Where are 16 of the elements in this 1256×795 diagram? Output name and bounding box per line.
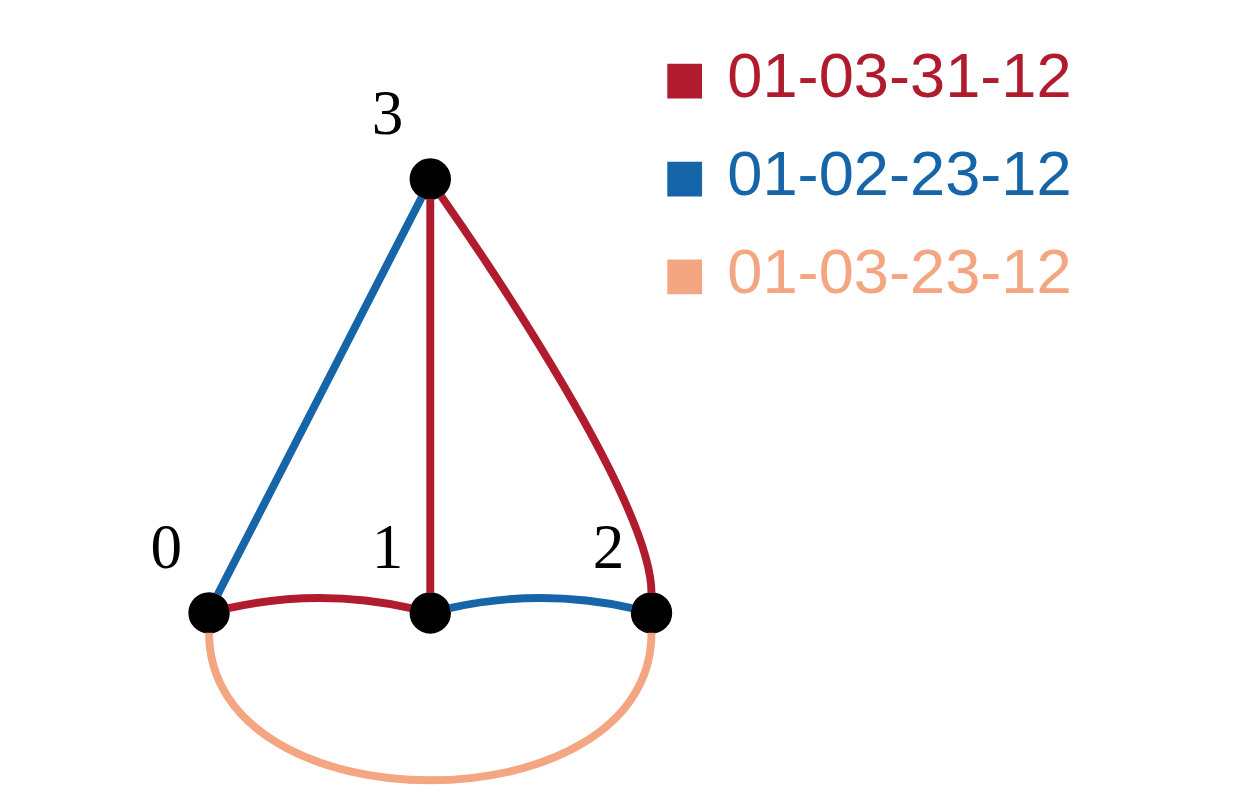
connector [227,594,411,612]
node-label: 0 [149,511,182,582]
legend-label: 01-03-31-12 [726,39,1072,110]
node-circle [630,592,672,634]
connector [204,632,655,785]
connector [213,195,425,597]
node-label: 1 [371,511,403,582]
node-circle [409,592,451,634]
node-circle [409,158,451,200]
connector [448,594,633,612]
node-label: 2 [592,511,624,582]
node-label: 3 [371,77,403,148]
node-circle [187,592,230,634]
connector [425,199,434,593]
legend-label: 01-03-23-12 [726,235,1072,306]
legend-label: 01-02-23-12 [726,137,1072,208]
